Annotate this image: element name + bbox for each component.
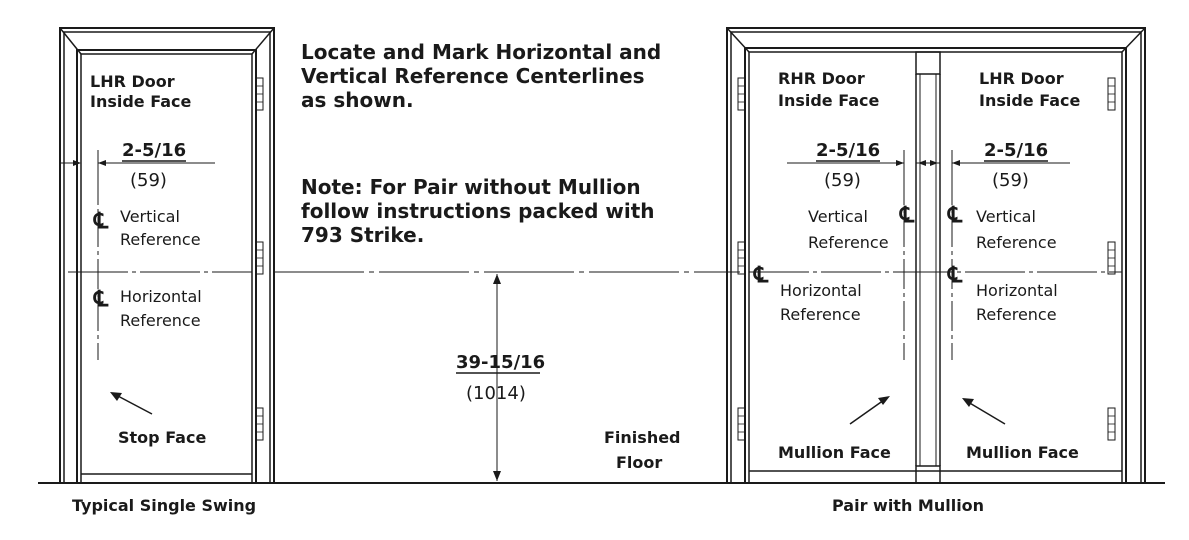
lhr-horizontal-ref-2: Reference <box>976 305 1057 324</box>
hinge-icon <box>737 77 746 111</box>
rhr-mullion-face-arrow <box>849 396 890 425</box>
rhr-horizontal-ref: Horizontal <box>780 281 862 300</box>
finished-floor-label: Finished <box>604 428 681 447</box>
mullion <box>915 51 941 484</box>
lhr-dim-mm: (59) <box>992 170 1029 191</box>
instruction-line-1: Locate and Mark Horizontal and <box>301 40 661 64</box>
note-line-1: Note: For Pair without Mullion <box>301 175 641 199</box>
rhr-horizontal-ref-2: Reference <box>780 305 861 324</box>
centerline-icon: ℄ <box>93 286 109 312</box>
lhr-door-title: LHR Door <box>979 69 1064 88</box>
height-dim-mm: (1014) <box>466 383 526 404</box>
centerline-icon: ℄ <box>753 262 769 288</box>
hinge-icon <box>1107 407 1116 441</box>
left-horizontal-ref-2: Reference <box>120 311 201 330</box>
pair-mullion-caption: Pair with Mullion <box>832 496 984 515</box>
stop-face-label: Stop Face <box>118 428 206 447</box>
rhr-vertical-ref-2: Reference <box>808 233 889 252</box>
hinge-icon <box>737 407 746 441</box>
note-line-2: follow instructions packed with <box>301 199 655 223</box>
centerline-icon: ℄ <box>899 202 915 228</box>
finished-floor-label-2: Floor <box>616 453 662 472</box>
lhr-dim-fraction: 2-5/16 <box>984 140 1048 161</box>
lhr-horizontal-ref: Horizontal <box>976 281 1058 300</box>
left-door-title-2: Inside Face <box>90 92 192 111</box>
hinge-icon <box>737 241 746 275</box>
centerline-icon: ℄ <box>947 202 963 228</box>
instruction-line-2: Vertical Reference Centerlines <box>301 64 645 88</box>
rhr-door-title: RHR Door <box>778 69 865 88</box>
lhr-offset-dimension <box>930 150 1070 175</box>
instruction-line-3: as shown. <box>301 88 414 112</box>
left-horizontal-ref: Horizontal <box>120 287 202 306</box>
rhr-door-title-2: Inside Face <box>778 91 880 110</box>
lhr-door-title-2: Inside Face <box>979 91 1081 110</box>
left-vertical-ref: Vertical <box>120 207 180 226</box>
left-dim-fraction: 2-5/16 <box>122 140 186 161</box>
hinge-icon <box>1107 77 1116 111</box>
left-door-title: LHR Door <box>90 72 175 91</box>
hinge-icon <box>1107 241 1116 275</box>
lhr-vertical-ref: Vertical <box>976 207 1036 226</box>
left-vertical-ref-2: Reference <box>120 230 201 249</box>
lhr-mullion-face-label: Mullion Face <box>966 443 1079 462</box>
height-dim-fraction: 39-15/16 <box>456 352 545 373</box>
height-dimension <box>493 274 501 481</box>
centerline-icon: ℄ <box>93 208 109 234</box>
note-line-3: 793 Strike. <box>301 223 424 247</box>
left-dim-mm: (59) <box>130 170 167 191</box>
pair-door-frame <box>726 27 1146 483</box>
hinge-icon <box>255 77 264 111</box>
single-door-frame <box>59 27 275 483</box>
hinge-icon <box>255 241 264 275</box>
single-swing-caption: Typical Single Swing <box>72 496 256 515</box>
stop-face-arrow <box>110 392 153 415</box>
rhr-mullion-face-label: Mullion Face <box>778 443 891 462</box>
rhr-vertical-ref: Vertical <box>808 207 868 226</box>
centerline-icon: ℄ <box>947 262 963 288</box>
hinge-icon <box>255 407 264 441</box>
rhr-dim-mm: (59) <box>824 170 861 191</box>
lhr-mullion-face-arrow <box>962 398 1006 425</box>
rhr-dim-fraction: 2-5/16 <box>816 140 880 161</box>
lhr-vertical-ref-2: Reference <box>976 233 1057 252</box>
left-offset-dimension <box>60 150 215 175</box>
